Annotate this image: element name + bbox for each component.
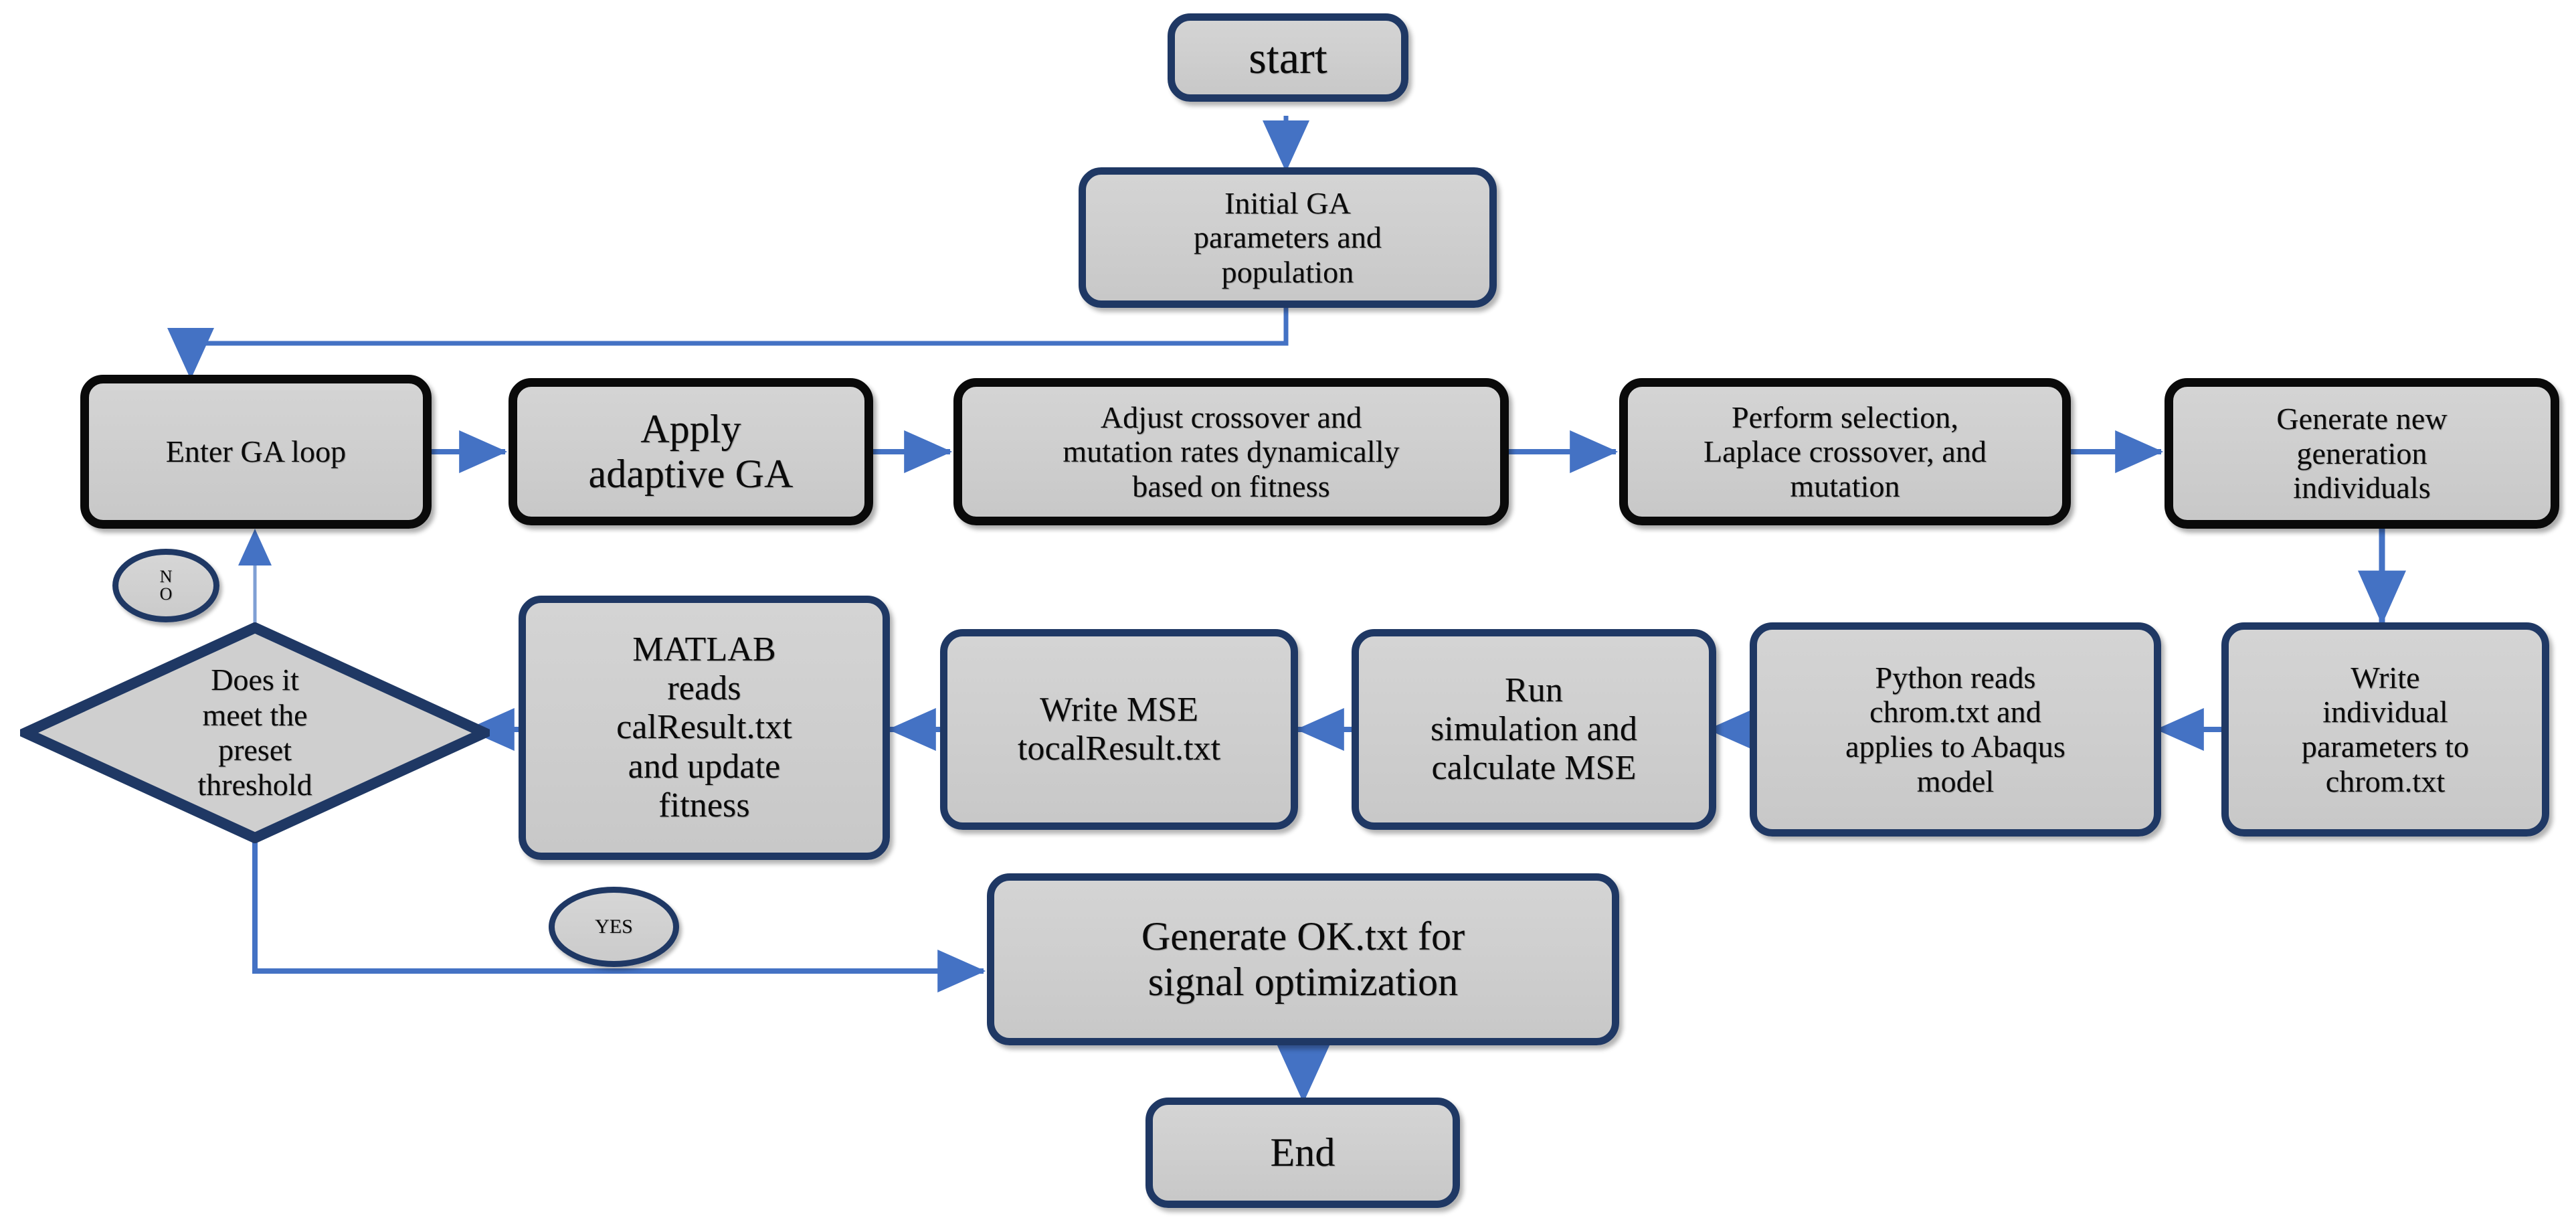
node-python-reads-chrom-label: Python reads chrom.txt and applies to Ab… (1845, 660, 2065, 798)
node-start[interactable]: start (1168, 13, 1408, 102)
node-python-reads-chrom[interactable]: Python reads chrom.txt and applies to Ab… (1750, 622, 2161, 837)
node-apply-adaptive-ga[interactable]: Apply adaptive GA (509, 378, 873, 525)
node-perform-selection-label: Perform selection, Laplace crossover, an… (1703, 400, 1987, 503)
node-apply-adaptive-ga-label: Apply adaptive GA (588, 406, 794, 496)
edge-label-yes-text: YES (595, 915, 633, 938)
node-end-label: End (1270, 1130, 1336, 1174)
node-enter-ga-loop[interactable]: Enter GA loop (80, 375, 432, 529)
node-matlab-reads-calresult-label: MATLAB reads calResult.txt and update fi… (616, 630, 792, 824)
node-run-simulation-label: Run simulation and calculate MSE (1430, 671, 1638, 788)
node-generate-ok-txt-label: Generate OK.txt for signal optimization (1141, 914, 1465, 1004)
node-adjust-rates-label: Adjust crossover and mutation rates dyna… (1063, 400, 1400, 503)
node-adjust-rates[interactable]: Adjust crossover and mutation rates dyna… (953, 378, 1509, 525)
edge-label-no-text: N O (159, 567, 173, 604)
node-write-mse-label: Write MSE tocalResult.txt (1017, 690, 1221, 768)
node-initial-ga-parameters-label: Initial GA parameters and population (1193, 185, 1382, 289)
node-matlab-reads-calresult[interactable]: MATLAB reads calResult.txt and update fi… (519, 596, 890, 860)
node-initial-ga-parameters[interactable]: Initial GA parameters and population (1079, 167, 1497, 308)
node-generate-ok-txt[interactable]: Generate OK.txt for signal optimization (987, 873, 1619, 1045)
edge-label-yes: YES (549, 887, 679, 967)
node-write-individual-parameters-label: Write individual parameters to chrom.txt (2301, 660, 2470, 798)
decision-diamond-shape (20, 622, 490, 843)
node-end[interactable]: End (1145, 1098, 1460, 1208)
node-write-mse[interactable]: Write MSE tocalResult.txt (940, 629, 1298, 830)
node-run-simulation[interactable]: Run simulation and calculate MSE (1352, 629, 1716, 830)
edge-init-to-enter-loop (167, 308, 1289, 379)
edge-label-no: N O (112, 549, 219, 622)
node-perform-selection[interactable]: Perform selection, Laplace crossover, an… (1619, 378, 2071, 525)
node-start-label: start (1249, 31, 1327, 83)
node-decision-threshold[interactable]: Does it meet the preset threshold (20, 622, 490, 843)
node-generate-new-generation-label: Generate new generation individuals (2276, 402, 2448, 505)
node-decision-threshold-label: Does it meet the preset threshold (197, 663, 312, 802)
node-generate-new-generation[interactable]: Generate new generation individuals (2165, 378, 2559, 529)
node-write-individual-parameters[interactable]: Write individual parameters to chrom.txt (2221, 622, 2549, 837)
node-enter-ga-loop-label: Enter GA loop (165, 434, 347, 469)
